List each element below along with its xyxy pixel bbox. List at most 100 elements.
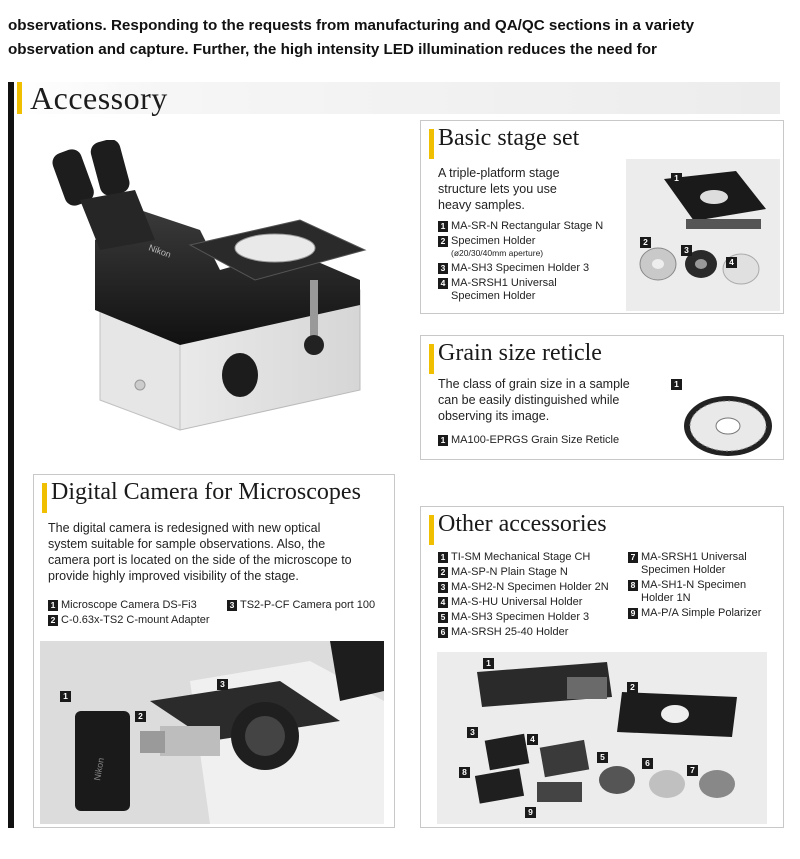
desc-line: structure lets you use [438,182,557,196]
item-number: 1 [48,600,58,611]
other-item-4: 4 MA-S-HU Universal Holder [438,596,582,609]
other-item-1: 1 TI-SM Mechanical Stage CH [438,551,590,564]
other-item-3: 3 MA-SH2-N Specimen Holder 2N [438,581,609,594]
item-label: Microscope Camera DS-Fi3 [61,599,197,611]
item-label: MA100-EPRGS Grain Size Reticle [451,434,620,446]
basic-stage-desc: A triple-platform stage structure lets y… [438,165,618,213]
camera-item-3: 3 TS2-P-CF Camera port 100 [227,599,375,612]
photo-number: 1 [483,658,494,669]
camera-photo: Nikon 1 2 3 [40,641,384,824]
left-rule [8,114,14,828]
item-number: 3 [227,600,237,611]
photo-number: 3 [467,727,478,738]
desc-line: The class of grain size in a sample [438,377,630,391]
grain-title: Grain size reticle [438,340,602,366]
basic-stage-item-3: 3 MA-SH3 Specimen Holder 3 [438,262,589,275]
reticle-graphic [684,396,772,456]
camera-item-2: 2 C-0.63x-TS2 C-mount Adapter [48,614,210,627]
item-number: 9 [628,608,638,619]
other-item-9: 9 MA-P/A Simple Polarizer [628,607,761,620]
photo-number: 7 [687,765,698,776]
intro-line-2: observation and capture. Further, the hi… [8,41,657,58]
other-title: Other accessories [438,511,607,537]
item-number: 6 [438,627,448,638]
section-title: Accessory [30,80,168,116]
photo-number: 3 [681,245,692,256]
item-label: TI-SM Mechanical Stage CH [451,551,591,563]
desc-line: can be easily distinguished while [438,393,620,407]
photo-number: 6 [642,758,653,769]
title-bar [429,129,434,159]
intro-text: observations. Responding to the requests… [8,14,793,62]
basic-stage-title: Basic stage set [438,125,580,151]
title-bar [429,344,434,374]
desc-line: camera port is located on the side of th… [48,553,352,567]
accessories-graphic [474,662,737,804]
photo-number: 9 [525,807,536,818]
photo-number: 8 [459,767,470,778]
item-label: MA-SRSH1 Universal [641,551,747,563]
photo-number: 2 [627,682,638,693]
camera-item-1: 1 Microscope Camera DS-Fi3 [48,599,197,612]
item-label: MA-SRSH1 Universal [451,277,557,289]
item-number: 8 [628,580,638,591]
section-bar-black [8,82,14,114]
photo-number: 4 [527,734,538,745]
photo-number: 1 [60,691,71,702]
camera-title: Digital Camera for Microscopes [51,479,361,505]
photo-number: 1 [671,379,682,390]
item-number: 2 [48,615,58,626]
item-label: Specimen Holder [451,235,536,247]
item-number: 1 [438,435,448,446]
item-label: MA-SRSH 25-40 Holder [451,626,569,638]
basic-stage-set-box: Basic stage set A triple-platform stage … [420,120,784,314]
item-label: MA-SR-N Rectangular Stage N [451,220,604,232]
other-item-8: 8 MA-SH1-N Specimen Holder 1N [628,579,746,605]
grain-desc: The class of grain size in a sample can … [438,376,658,424]
item-number: 7 [628,552,638,563]
item-label: MA-S-HU Universal Holder [451,596,583,608]
item-label-2: Specimen Holder [641,564,726,576]
item-label-2: Holder 1N [641,592,691,604]
item-label: TS2-P-CF Camera port 100 [240,599,376,611]
digital-camera-box: Digital Camera for Microscopes The digit… [33,474,395,828]
item-number: 1 [438,552,448,563]
desc-line: The digital camera is redesigned with ne… [48,521,321,535]
item-number: 3 [438,582,448,593]
accessory-section-header: Accessory [8,80,780,116]
item-number: 2 [438,567,448,578]
item-number: 4 [438,597,448,608]
camera-brand: Nikon [92,757,106,781]
basic-stage-item-1: 1 MA-SR-N Rectangular Stage N [438,220,603,233]
section-bar-yellow [17,82,22,114]
photo-number: 2 [135,711,146,722]
other-accessories-box: Other accessories 1 TI-SM Mechanical Sta… [420,506,784,828]
photo-number: 4 [726,257,737,268]
microscope-illustration: Nikon [52,140,367,431]
basic-stage-item-2: 2 Specimen Holder (ø20/30/40mm aperture) [438,235,543,258]
item-label: MA-SP-N Plain Stage N [451,566,568,578]
item-label: C-0.63x-TS2 C-mount Adapter [61,614,210,626]
photo-number: 3 [217,679,228,690]
title-bar [429,515,434,545]
intro-line-1: observations. Responding to the requests… [8,17,695,34]
other-item-7: 7 MA-SRSH1 Universal Specimen Holder [628,551,747,577]
item-number: 4 [438,278,448,289]
other-item-5: 5 MA-SH3 Specimen Holder 3 [438,611,589,624]
desc-line: system suitable for sample observations.… [48,537,326,551]
item-number: 1 [438,221,448,232]
item-label: MA-SH2-N Specimen Holder 2N [451,581,609,593]
basic-stage-photo: 1 2 3 4 [626,159,780,311]
basic-stage-item-4: 4 MA-SRSH1 Universal Specimen Holder [438,277,557,303]
item-label: MA-SH3 Specimen Holder 3 [451,611,590,623]
grain-size-reticle-box: Grain size reticle The class of grain si… [420,335,784,460]
item-number: 2 [438,236,448,247]
photo-number: 1 [671,173,682,184]
photo-number: 5 [597,752,608,763]
stage-set-graphic [639,171,766,285]
item-label: MA-P/A Simple Polarizer [641,607,762,619]
grain-item-1: 1 MA100-EPRGS Grain Size Reticle [438,434,619,447]
camera-desc: The digital camera is redesigned with ne… [48,520,390,584]
item-label: MA-SH1-N Specimen [641,579,747,591]
other-item-2: 2 MA-SP-N Plain Stage N [438,566,568,579]
